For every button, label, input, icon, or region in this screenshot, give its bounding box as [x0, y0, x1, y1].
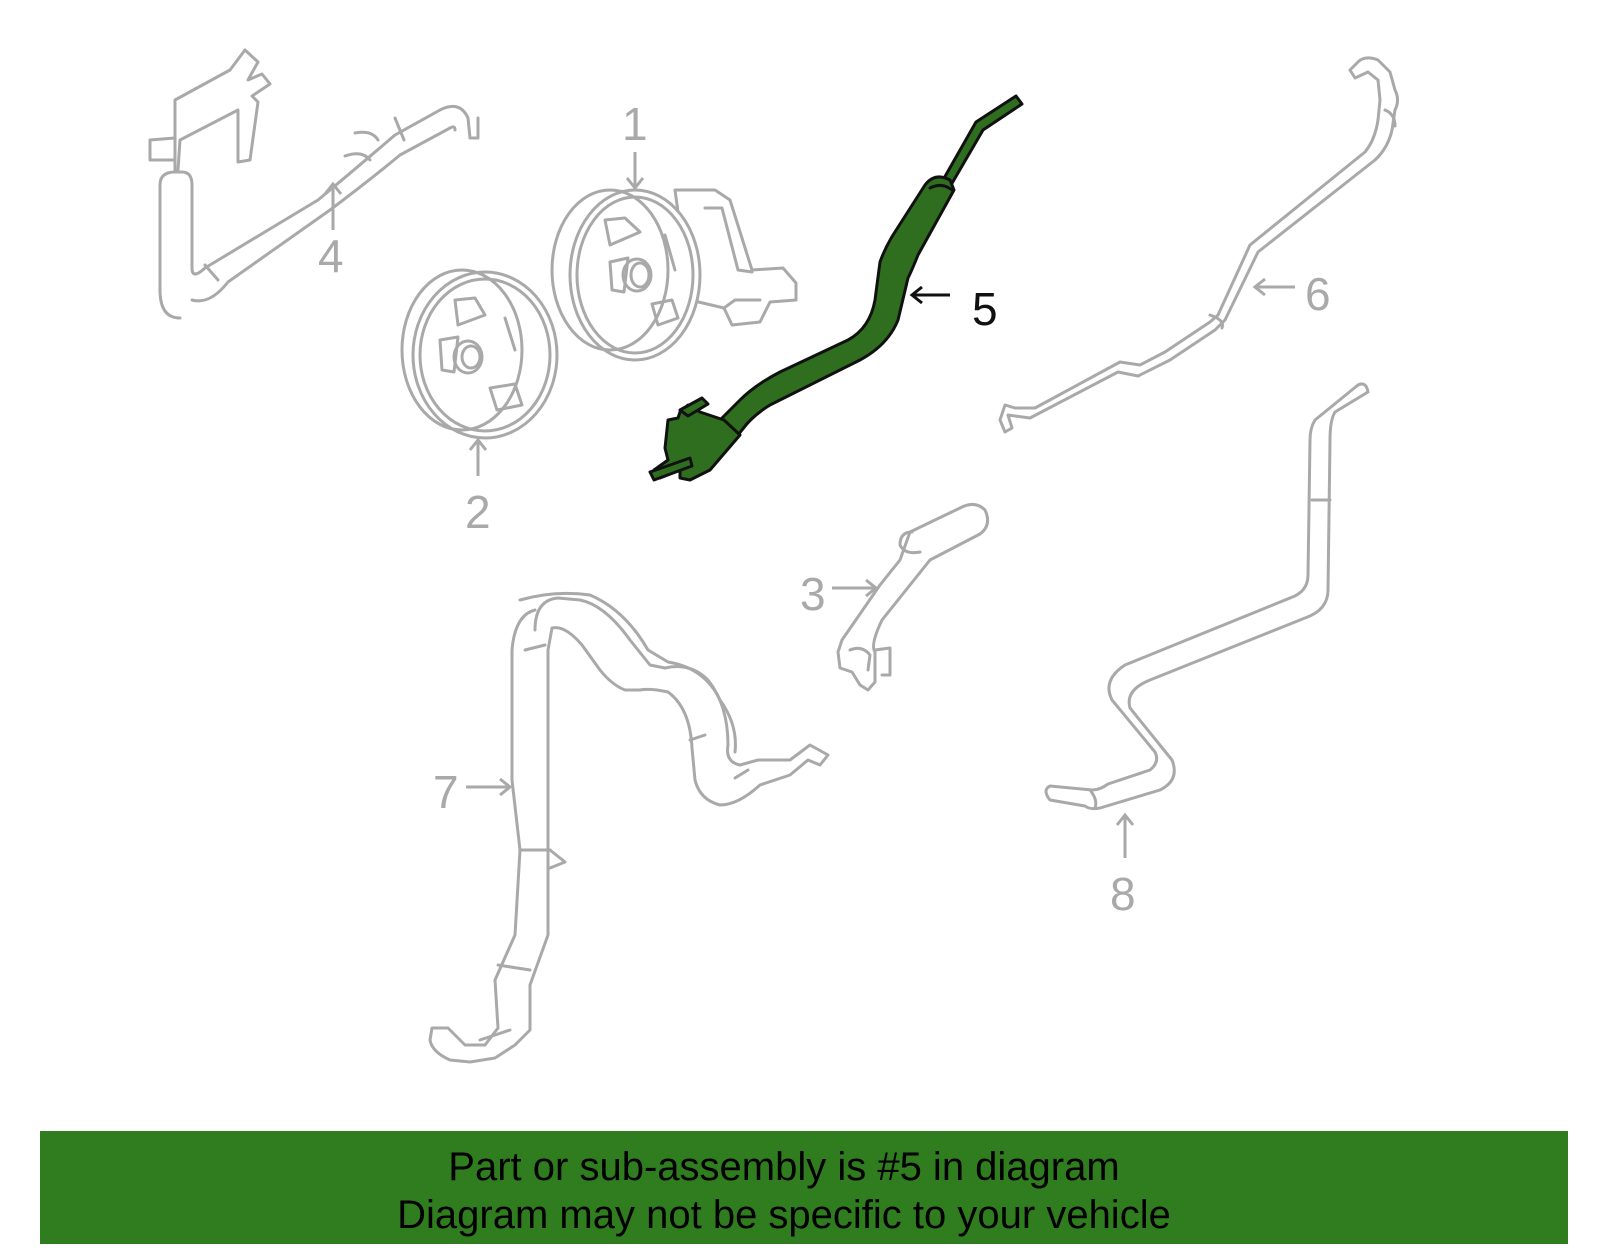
callout-7: 7 [433, 766, 513, 818]
part-4-hose[interactable] [148, 48, 480, 320]
callout-1: 1 [622, 98, 648, 191]
callout-4: 4 [318, 181, 344, 282]
part-8-line[interactable] [1044, 382, 1370, 811]
callout-2-label: 2 [465, 486, 491, 538]
part-2-pulley[interactable] [400, 268, 559, 440]
callout-6: 6 [1252, 268, 1331, 320]
callout-8: 8 [1110, 812, 1136, 920]
callout-2: 2 [465, 437, 491, 538]
callout-1-label: 1 [622, 98, 648, 150]
callout-4-label: 4 [318, 230, 344, 282]
banner-line-2: Diagram may not be specific to your vehi… [397, 1193, 1171, 1237]
part-7-hose[interactable] [428, 591, 830, 1064]
part-3-hose[interactable] [836, 503, 990, 692]
callout-3: 3 [800, 568, 879, 620]
callout-5: 5 [909, 283, 998, 335]
part-6-line[interactable] [998, 56, 1399, 434]
callout-6-label: 6 [1305, 268, 1331, 320]
banner-line-1: Part or sub-assembly is #5 in diagram [448, 1145, 1120, 1189]
callout-5-label: 5 [972, 283, 998, 335]
callout-7-label: 7 [433, 766, 459, 818]
info-banner: Part or sub-assembly is #5 in diagram Di… [40, 1131, 1568, 1244]
callout-8-label: 8 [1110, 868, 1136, 920]
part-1-pump[interactable] [550, 188, 798, 362]
callout-3-label: 3 [800, 568, 826, 620]
part-5-pressure-hose[interactable] [648, 94, 1024, 482]
